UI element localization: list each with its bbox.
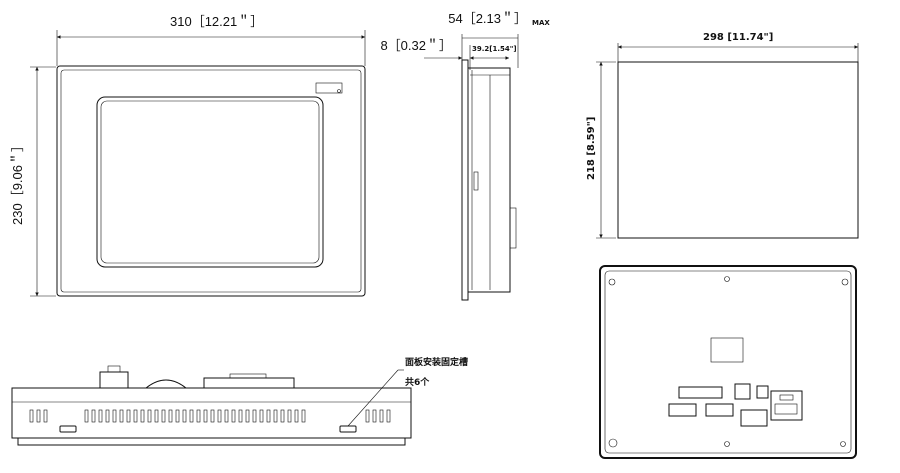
bottom-view: 面板安装固定槽 共6个 <box>11 356 468 446</box>
vent-slots <box>29 409 391 423</box>
bezel-depth-label: 8［0.32＂］ <box>380 38 452 53</box>
max-suffix: MAX <box>532 19 550 27</box>
slot-annotation-line1: 面板安装固定槽 <box>405 356 468 368</box>
side-depth-label: 54［2.13＂］ <box>448 11 527 26</box>
front-width-label: 310［12.21＂］ <box>170 14 263 29</box>
body-depth-label: 39.2[1.54"] <box>472 45 517 53</box>
cutout-height-label: 218 [8.59"] <box>586 117 597 180</box>
rear-view <box>599 265 857 459</box>
slot-annotation-line2: 共6个 <box>405 376 430 388</box>
front-view: 310［12.21＂］ 230［9.06＂］ <box>10 14 366 297</box>
cutout-view: 298 [11.74"] 218 [8.59"] <box>586 32 859 239</box>
front-height-label: 230［9.06＂］ <box>10 139 25 225</box>
side-view: 54［2.13＂］ MAX 8［0.32＂］ 39.2[1.54"] <box>380 11 550 301</box>
cutout-width-label: 298 [11.74"] <box>703 32 773 43</box>
